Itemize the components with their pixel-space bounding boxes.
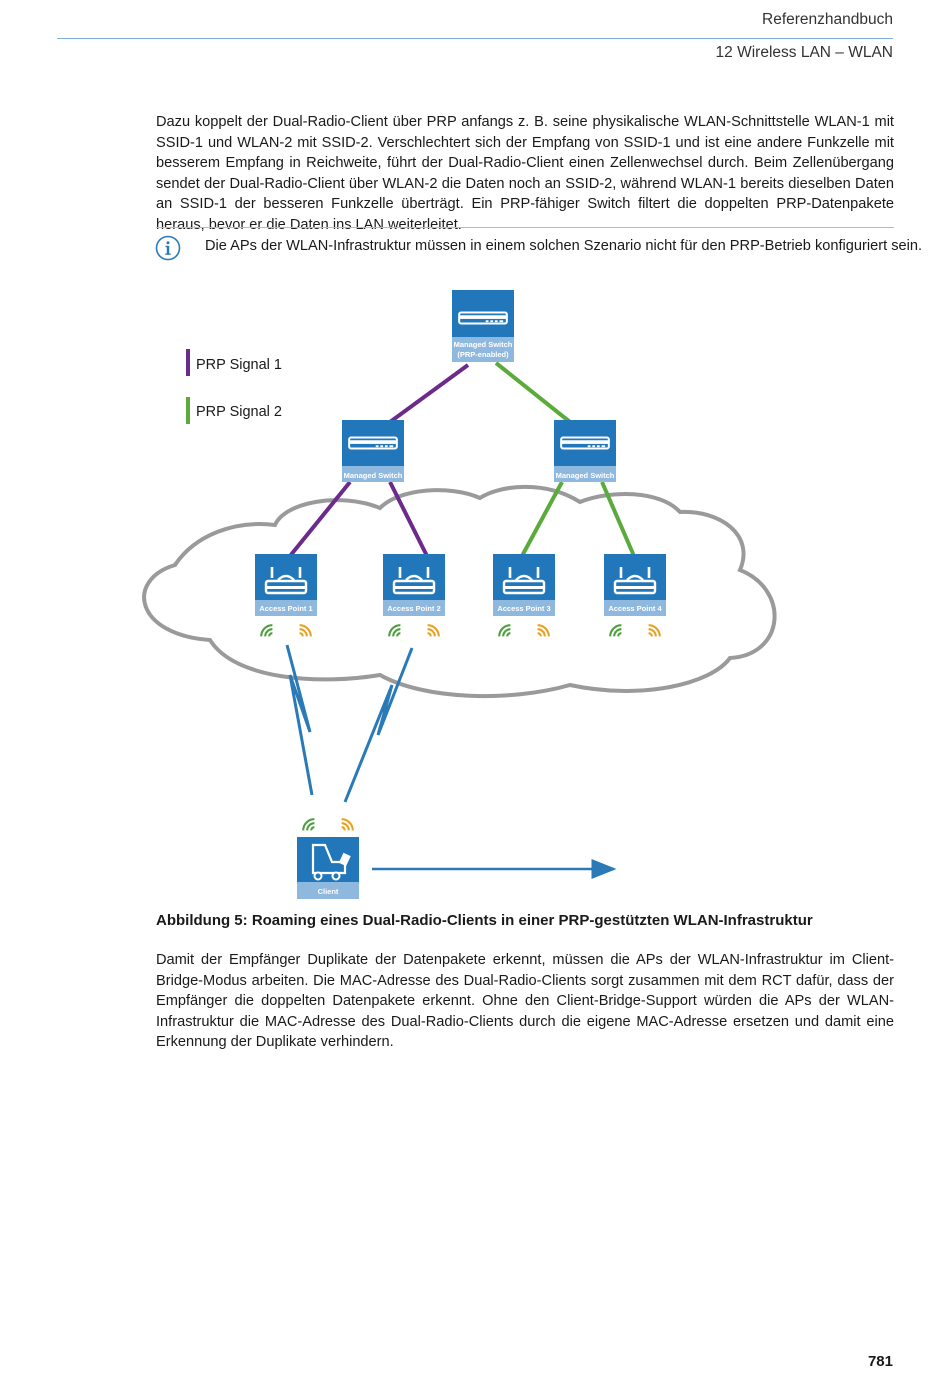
network-diagram: PRP Signal 1 PRP Signal 2 Managed Switch… (142, 290, 777, 899)
access-point-3-label: Access Point 3 (497, 604, 550, 613)
switch-label-line2: (PRP-enabled) (457, 350, 509, 359)
switch-right-label: Managed Switch (556, 471, 615, 480)
legend-label-signal-2: PRP Signal 2 (196, 404, 282, 420)
switch-left: Managed Switch (342, 420, 404, 482)
link-switch-left-to-ap1 (288, 480, 352, 558)
link-top-to-switch-right (494, 361, 572, 424)
link-switch-right-to-ap3 (520, 481, 564, 557)
client-icon (311, 843, 351, 881)
access-point-1: Access Point 1 (255, 554, 317, 616)
access-point-4-label: Access Point 4 (608, 604, 662, 613)
legend-swatch-signal-1 (186, 349, 190, 376)
link-top-to-switch-left (388, 363, 470, 424)
switch-label-line1: Managed Switch (454, 340, 513, 349)
client-label: Client (318, 887, 339, 896)
header-title: Referenzhandbuch (762, 11, 893, 28)
header-chapter: 12 Wireless LAN – WLAN (715, 44, 893, 61)
note-rule (156, 227, 894, 228)
lan-cloud (142, 484, 777, 699)
page-number: 781 (867, 1353, 893, 1370)
switch-prp-enabled: Managed Switch (PRP-enabled) (452, 290, 514, 362)
link-switch-left-to-ap2 (388, 481, 429, 557)
radio-link-ap2 (343, 647, 414, 803)
note-text: Die APs der WLAN-Infrastruktur müssen in… (205, 238, 923, 254)
paragraph-roaming: Dazu koppelt der Dual-Radio-Client über … (156, 114, 894, 233)
switch-left-label: Managed Switch (344, 471, 403, 480)
link-switch-right-to-ap4 (600, 481, 636, 557)
switch-right: Managed Switch (554, 420, 616, 482)
access-point-2: Access Point 2 (383, 554, 445, 616)
info-icon (155, 235, 181, 261)
paragraph-client-bridge: Damit der Empfänger Duplikate der Datenp… (156, 952, 894, 1050)
access-point-1-label: Access Point 1 (259, 604, 312, 613)
wifi-green-icon (302, 818, 316, 832)
legend-label-signal-1: PRP Signal 1 (196, 357, 282, 373)
access-point-4: Access Point 4 (604, 554, 666, 616)
legend-swatch-signal-2 (186, 397, 190, 424)
access-point-2-label: Access Point 2 (387, 604, 440, 613)
radio-link-ap1 (285, 644, 314, 796)
wifi-orange-icon (340, 818, 354, 832)
header-rule (57, 38, 893, 39)
access-point-3: Access Point 3 (493, 554, 555, 616)
figure-caption: Abbildung 5: Roaming eines Dual-Radio-Cl… (156, 912, 813, 929)
client-device: Client (297, 837, 359, 899)
